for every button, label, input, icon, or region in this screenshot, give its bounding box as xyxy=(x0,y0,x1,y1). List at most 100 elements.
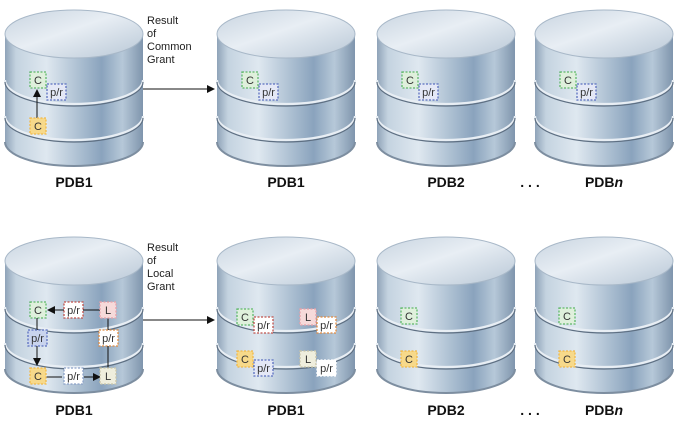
cylinder-ring-seam xyxy=(216,81,356,107)
common-user-box: C xyxy=(241,71,259,89)
local-user-box: L xyxy=(99,367,117,385)
common-user-box: C xyxy=(401,71,419,89)
cylinder-common-0 xyxy=(3,9,145,167)
pdb-label: PDBn xyxy=(585,402,623,418)
cylinder-ring-highlight xyxy=(215,115,357,142)
label-suffix: n xyxy=(615,402,624,418)
box-label: p/r xyxy=(257,363,270,375)
cylinder-ring-highlight xyxy=(533,306,675,333)
box-frame xyxy=(559,71,577,89)
box-label: p/r xyxy=(67,371,80,383)
cylinder-local-3 xyxy=(533,236,675,394)
box-label: C xyxy=(406,75,414,87)
arrow-caption-line: Result xyxy=(147,242,178,254)
box-label: C xyxy=(241,312,249,324)
arrow-caption-line: Grant xyxy=(147,281,175,293)
cylinder-ring-seam xyxy=(4,117,144,143)
box-label: p/r xyxy=(257,320,270,332)
privilege-box: p/r xyxy=(576,83,597,101)
arrow-caption-line: of xyxy=(147,28,157,40)
cylinder-base-edge xyxy=(4,368,144,394)
cylinder-ring-highlight xyxy=(215,342,357,369)
box-label: L xyxy=(105,305,111,317)
privilege-box: p/r xyxy=(27,329,48,347)
box-frame xyxy=(29,301,47,319)
box-label: C xyxy=(563,311,571,323)
box-label: p/r xyxy=(102,333,115,345)
cylinder-ring-highlight xyxy=(3,342,145,369)
label-suffix: n xyxy=(615,174,624,190)
cylinder-ring-highlight xyxy=(3,306,145,333)
box-label: C xyxy=(246,75,254,87)
privilege-box: p/r xyxy=(316,359,337,377)
privilege-box: p/r xyxy=(98,329,119,347)
privilege-box: p/r xyxy=(63,367,84,385)
box-label: p/r xyxy=(67,305,80,317)
box-label: C xyxy=(34,305,42,317)
box-label: p/r xyxy=(422,87,435,99)
box-frame xyxy=(400,307,418,325)
cylinder-local-2 xyxy=(375,236,517,394)
box-label: C xyxy=(34,75,42,87)
cylinder-ring-highlight xyxy=(375,342,517,369)
cylinder-top xyxy=(4,236,144,286)
box-frame xyxy=(253,316,274,334)
privilege-box: p/r xyxy=(63,301,84,319)
box-frame xyxy=(241,71,259,89)
box-label: C xyxy=(241,354,249,366)
cylinder-ring-seam xyxy=(4,81,144,107)
cylinder-top xyxy=(534,236,674,286)
pdb-label: PDB1 xyxy=(267,402,305,418)
cylinder-ring-highlight xyxy=(533,342,675,369)
common-user-box: C xyxy=(400,307,418,325)
cylinder-ring-highlight xyxy=(375,306,517,333)
privilege-box: p/r xyxy=(253,316,274,334)
cylinder-top xyxy=(376,236,516,286)
box-label: L xyxy=(105,371,111,383)
box-label: p/r xyxy=(50,87,63,99)
cylinder-ring-seam xyxy=(376,117,516,143)
cylinder-ring-highlight xyxy=(533,115,675,142)
common-user-box: C xyxy=(559,71,577,89)
arrow-caption-line: of xyxy=(147,255,157,267)
box-label: p/r xyxy=(262,87,275,99)
box-label: L xyxy=(305,312,311,324)
cylinder-ring-seam xyxy=(376,81,516,107)
common-user-box: C xyxy=(29,301,47,319)
cylinder-common-1 xyxy=(215,9,357,167)
box-label: p/r xyxy=(320,363,333,375)
arrow-caption-line: Local xyxy=(147,268,173,280)
cylinder-ring-seam xyxy=(216,117,356,143)
cylinder-ring-seam xyxy=(4,308,144,334)
box-frame xyxy=(558,350,576,368)
privilege-box: p/r xyxy=(258,83,279,101)
common-user-box: C xyxy=(29,71,47,89)
box-frame xyxy=(400,350,418,368)
common-user-box: C xyxy=(400,350,418,368)
box-frame xyxy=(29,117,47,135)
ellipsis: . . . xyxy=(520,402,539,418)
box-label: C xyxy=(405,354,413,366)
pdb-label: PDB2 xyxy=(427,402,465,418)
pdb-label: PDB1 xyxy=(55,402,93,418)
box-label: p/r xyxy=(580,87,593,99)
cylinder-ring-highlight xyxy=(3,115,145,142)
box-frame xyxy=(316,359,337,377)
box-frame xyxy=(576,83,597,101)
box-frame xyxy=(63,301,84,319)
box-frame xyxy=(418,83,439,101)
box-frame xyxy=(29,71,47,89)
cylinder-ring-highlight xyxy=(215,306,357,333)
common-user-box: C xyxy=(29,117,47,135)
box-label: C xyxy=(34,371,42,383)
box-frame xyxy=(99,301,117,319)
common-user-box: C xyxy=(29,367,47,385)
box-label: p/r xyxy=(320,320,333,332)
cylinder-ring-highlight xyxy=(215,79,357,106)
cylinder-ring-seam xyxy=(216,308,356,334)
box-label: L xyxy=(305,354,311,366)
box-frame xyxy=(46,83,67,101)
cylinder-top xyxy=(534,9,674,59)
box-frame xyxy=(401,71,419,89)
